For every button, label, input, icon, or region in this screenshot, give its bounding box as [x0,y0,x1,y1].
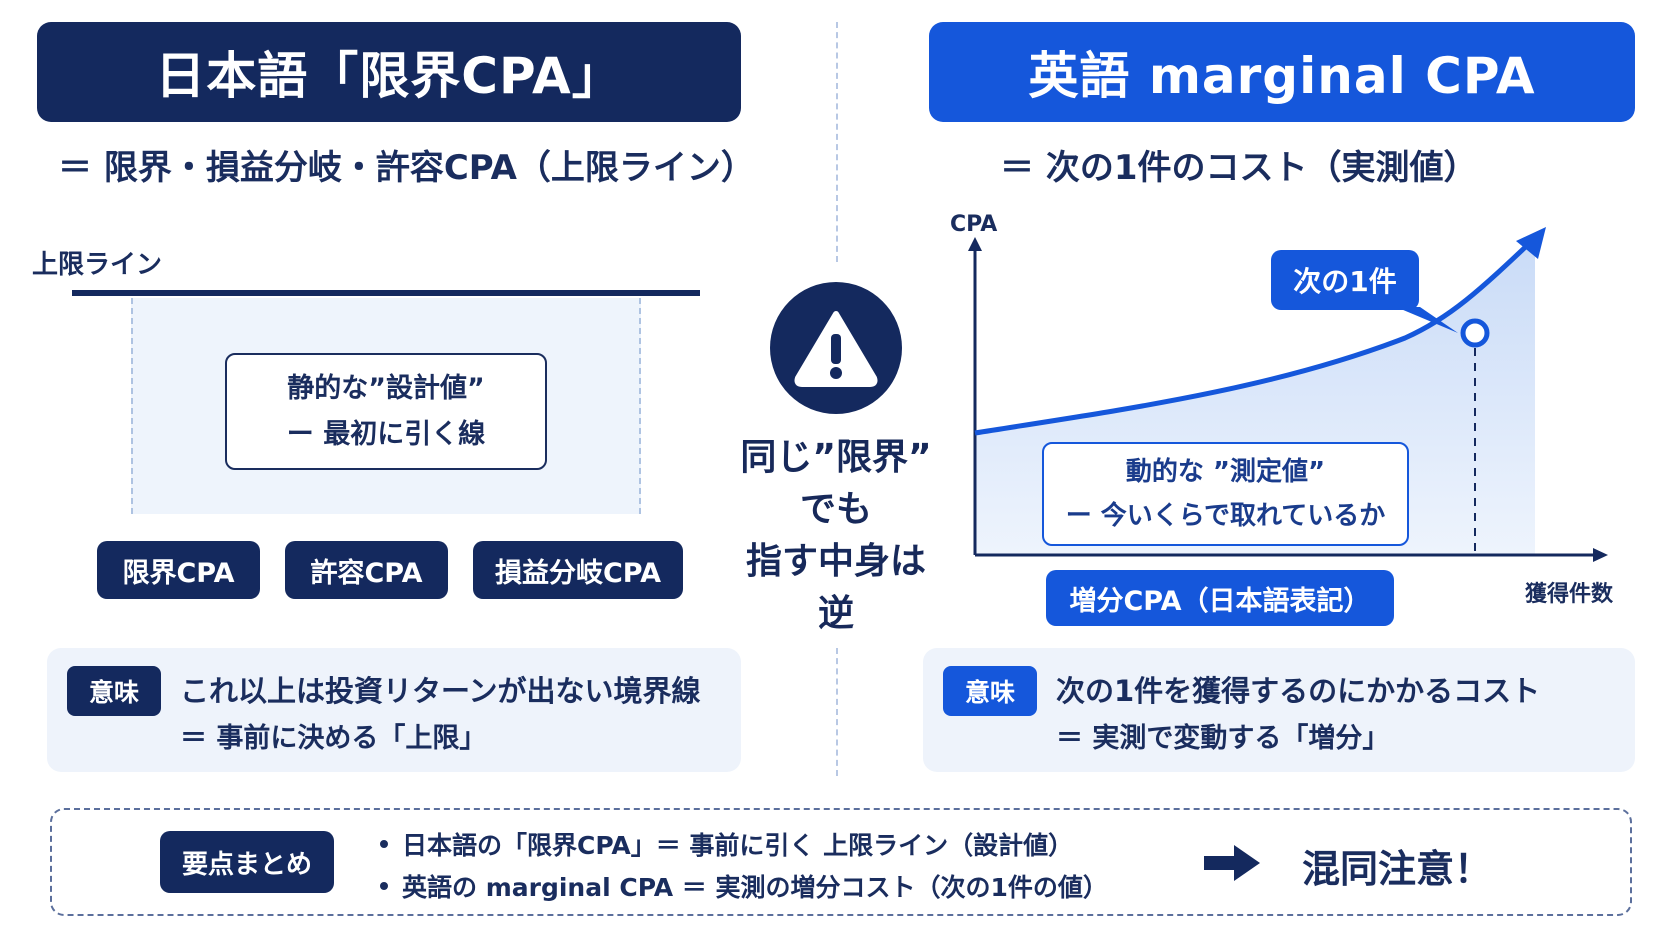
static-design-value-box: 静的な”設計値” ー 最初に引く線 [225,353,547,470]
dynamic-measured-value-box: 動的な ”測定値” ー 今いくらで取れているか [1042,442,1409,546]
curve-arrowhead [1516,227,1546,259]
left-meaning-line2: ＝ 事前に決める「上限」 [180,723,487,754]
center-line3: 指す中身は [745,541,926,582]
center-divider-bottom [836,648,838,776]
chip-kyoyo-cpa: 許容CPA [285,541,448,599]
center-line2: でも [799,489,872,530]
next-item-callout: 次の1件 [1271,250,1419,310]
left-subtitle: ＝ 限界・損益分岐・許容CPA（上限ライン） [58,148,755,188]
center-line1: 同じ”限界” [740,437,932,478]
center-divider-top [836,22,838,262]
right-meaning-badge: 意味 [943,666,1037,716]
static-box-line2: ー 最初に引く線 [286,418,486,450]
center-message: 同じ”限界” でも 指す中身は 逆 [736,432,936,640]
x-axis-label: 獲得件数 [1525,582,1614,607]
summary-bullet-1: 日本語の「限界CPA」＝ 事前に引く 上限ライン（設計値） [380,826,1073,862]
chip-genkai-cpa: 限界CPA [97,541,260,599]
right-title: 英語 marginal CPA [929,22,1635,122]
summary-bullet-1-text: 日本語の「限界CPA」＝ 事前に引く 上限ライン（設計値） [402,831,1074,860]
x-axis-arrowhead [1593,548,1608,562]
callout-tail [1396,307,1458,333]
dynamic-box-line2: ー 今いくらで取れているか [1065,501,1386,531]
next-point-marker [1460,318,1490,348]
summary-badge: 要点まとめ [160,831,334,893]
right-meaning-line1: 次の1件を獲得するのにかかるコスト [1056,674,1541,708]
bullet-dot-icon [380,882,388,890]
chip-breakeven-cpa: 損益分岐CPA [473,541,683,599]
warning-icon [770,282,902,414]
center-line4: 逆 [817,593,854,634]
upper-line-label: 上限ライン [32,250,163,280]
summary-bullet-2-text: 英語の marginal CPA ＝ 実測の増分コスト（次の1件の値） [402,873,1108,902]
left-meaning-badge: 意味 [67,666,161,716]
right-subtitle: ＝ 次の1件のコスト（実測値） [1000,148,1478,188]
dynamic-box-line1: 動的な ”測定値” [1125,457,1326,487]
left-meaning-panel [47,648,741,772]
upper-limit-line [72,290,700,296]
left-title: 日本語「限界CPA」 [37,22,741,122]
cost-curve [974,236,1537,436]
static-box-line1: 静的な”設計値” [287,372,485,404]
right-arrow-icon [1204,845,1260,881]
y-axis-label: CPA [950,212,998,237]
caution-text: 混同注意！ [1302,847,1493,891]
y-axis-arrowhead [968,237,982,251]
right-meaning-panel [923,648,1635,772]
summary-panel [50,808,1632,916]
left-meaning-line1: これ以上は投資リターンが出ない境界線 [180,674,701,708]
bullet-dot-icon [380,840,388,848]
incremental-cpa-chip: 増分CPA（日本語表記） [1046,570,1394,626]
right-meaning-line2: ＝ 実測で変動する「増分」 [1056,723,1390,754]
summary-bullet-2: 英語の marginal CPA ＝ 実測の増分コスト（次の1件の値） [380,868,1108,904]
